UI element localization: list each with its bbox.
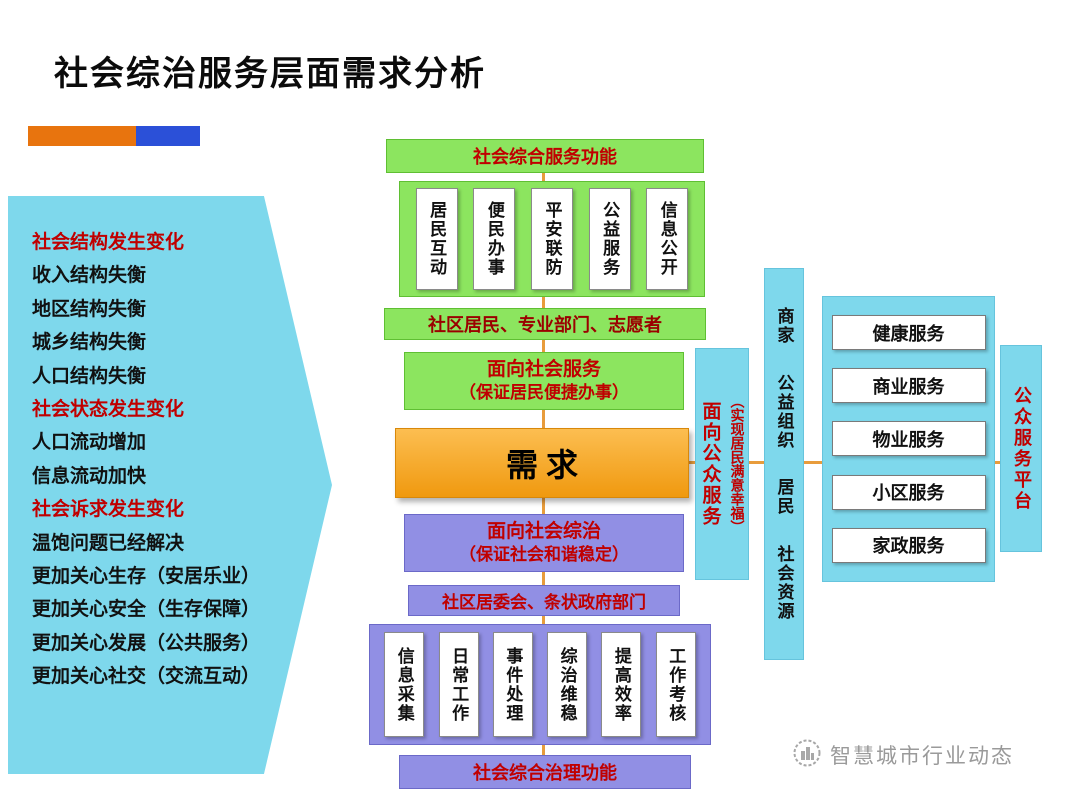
list-item: 地区结构失衡 (32, 297, 147, 320)
governance-item: 信息采集 (384, 632, 425, 737)
facing-governance-subtitle: （保证社会和谐稳定） (459, 545, 629, 566)
social-change-list: 社会结构发生变化 收入结构失衡 地区结构失衡 城乡结构失衡 人口结构失衡 社会状… (32, 226, 260, 693)
list-item: 社会状态发生变化 (32, 397, 185, 420)
public-service-item: 家政服务 (831, 527, 986, 563)
facing-social-service-subtitle: （保证居民便捷办事） (459, 383, 629, 404)
governance-item: 提高效率 (601, 632, 642, 737)
service-item: 信息公开 (646, 188, 689, 290)
governance-actors-bar: 社区居委会、条状政府部门 (408, 585, 680, 616)
governance-item: 工作考核 (655, 632, 696, 737)
demand-box: 需求 (395, 428, 689, 498)
service-item: 便民办事 (473, 188, 516, 290)
public-service-platform-label: 公众服务平台 (1011, 385, 1032, 512)
service-actors-bar: 社区居民、专业部门、志愿者 (384, 308, 706, 340)
social-service-function-header: 社会综合服务功能 (386, 139, 704, 173)
resource-item: 社会资源 (773, 544, 794, 621)
facing-public-service-title: 面向公众服务 (699, 401, 722, 527)
governance-item: 事件处理 (492, 632, 533, 737)
resource-item: 公益组织 (773, 373, 794, 450)
governance-items-strip: 信息采集 日常工作 事件处理 综治维稳 提高效率 工作考核 (369, 624, 711, 745)
list-item: 城乡结构失衡 (32, 331, 147, 354)
divider-bar-blue (136, 126, 200, 146)
list-item: 收入结构失衡 (32, 264, 147, 287)
list-item: 温饱问题已经解决 (32, 531, 185, 554)
watermark: 智慧城市行业动态 (792, 738, 1014, 772)
list-item: 社会结构发生变化 (32, 231, 185, 253)
watermark-text: 智慧城市行业动态 (830, 744, 1014, 768)
list-item: 信息流动加快 (32, 464, 147, 487)
public-service-item: 小区服务 (831, 474, 986, 510)
public-service-item: 商业服务 (831, 368, 986, 404)
service-item: 居民互动 (415, 188, 458, 290)
facing-social-service-title: 面向社会服务 (486, 357, 601, 380)
divider-bar-orange (28, 126, 136, 146)
service-item: 公益服务 (588, 188, 631, 290)
watermark-logo-icon (792, 738, 822, 772)
list-item: 更加关心发展（公共服务） (32, 631, 261, 654)
list-item: 人口流动增加 (32, 431, 147, 454)
page-title: 社会综治服务层面需求分析 (54, 54, 486, 94)
list-item: 更加关心安全（生存保障） (32, 598, 261, 621)
facing-governance-title: 面向社会综治 (486, 519, 601, 542)
resources-column: 商家 公益组织 居民 社会资源 (764, 268, 804, 660)
governance-item: 综治维稳 (547, 632, 588, 737)
list-item: 更加关心社交（交流互动） (32, 665, 261, 688)
facing-public-service-subtitle: （实现居民满意幸福） (728, 394, 745, 534)
public-service-item: 健康服务 (831, 315, 986, 351)
facing-social-service-box: 面向社会服务 （保证居民便捷办事） (404, 352, 684, 410)
resource-item: 商家 (773, 307, 794, 346)
list-item: 社会诉求发生变化 (32, 498, 185, 521)
public-services-panel: 健康服务 商业服务 物业服务 小区服务 家政服务 (822, 296, 995, 582)
social-change-arrow: 社会结构发生变化 收入结构失衡 地区结构失衡 城乡结构失衡 人口结构失衡 社会状… (8, 196, 332, 774)
list-item: 人口结构失衡 (32, 364, 147, 387)
governance-function-header: 社会综合治理功能 (399, 755, 691, 789)
facing-public-service-box: 面向公众服务 （实现居民满意幸福） (695, 348, 749, 580)
resource-item: 居民 (773, 478, 794, 517)
facing-governance-box: 面向社会综治 （保证社会和谐稳定） (404, 514, 684, 572)
public-service-item: 物业服务 (831, 421, 986, 457)
public-service-platform-box: 公众服务平台 (1000, 345, 1042, 552)
governance-item: 日常工作 (438, 632, 479, 737)
service-items-strip: 居民互动 便民办事 平安联防 公益服务 信息公开 (399, 181, 705, 297)
list-item: 更加关心生存（安居乐业） (32, 564, 261, 587)
service-item: 平安联防 (530, 188, 573, 290)
